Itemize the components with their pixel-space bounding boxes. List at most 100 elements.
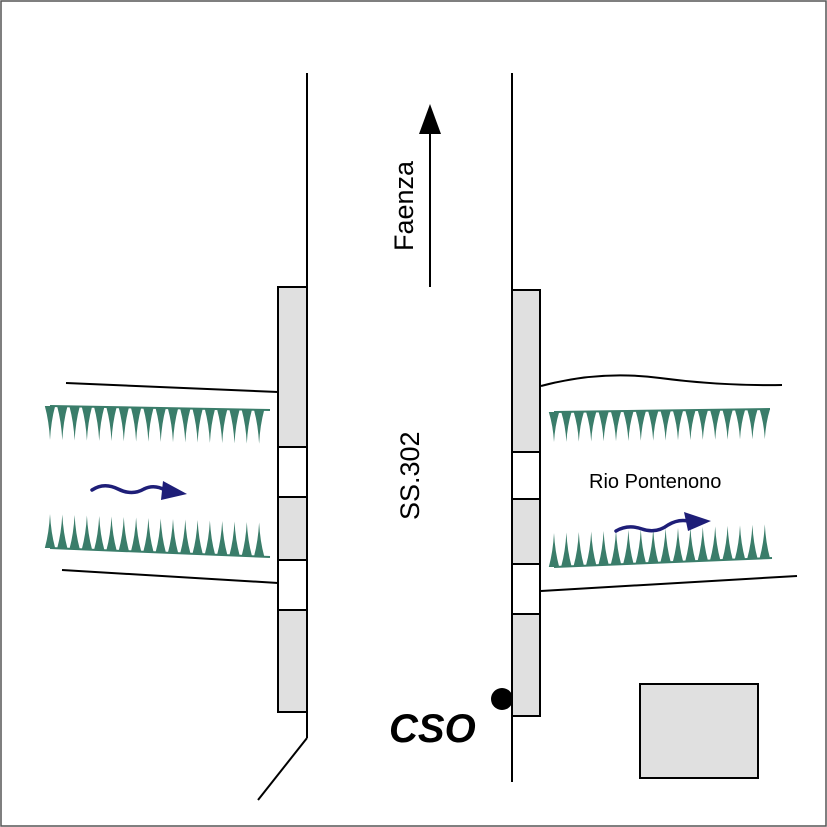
reed-spike: [573, 411, 585, 442]
road-left-spur: [257, 737, 308, 801]
reed-spike: [167, 408, 179, 443]
reed-spike: [143, 407, 154, 442]
reed-spike: [180, 519, 191, 554]
reed-spike: [241, 522, 252, 557]
reed-spike: [623, 529, 634, 564]
bridge-left-opening: [277, 559, 308, 611]
reed-spike: [94, 406, 105, 441]
reed-fringe-icon: [44, 514, 271, 558]
bridge-right-segment: [511, 613, 541, 717]
reed-spike: [155, 518, 166, 553]
reed-spike: [722, 409, 733, 440]
road-label: SS.302: [395, 431, 425, 520]
reed-spike: [192, 408, 203, 443]
reed-spike: [130, 517, 142, 552]
river-label: Rio Pontenono: [589, 471, 721, 493]
reed-spike: [685, 410, 696, 441]
reed-spike: [709, 409, 721, 440]
reed-spike: [610, 530, 622, 565]
reed-spike: [585, 531, 597, 566]
reed-spike: [143, 518, 154, 553]
reed-spike: [241, 409, 252, 444]
reed-fringe-icon: [44, 405, 271, 444]
arrow-up-icon: [419, 104, 441, 134]
river-left-upper-bank: [65, 382, 279, 393]
reed-spike: [253, 409, 265, 444]
bridge-right-opening: [511, 563, 541, 615]
reed-spike: [709, 526, 721, 561]
reed-spike: [118, 517, 129, 552]
reed-spike: [734, 409, 746, 440]
reed-spike: [759, 409, 771, 440]
reed-spike: [69, 406, 80, 441]
reed-spike: [81, 515, 93, 550]
reed-spike: [44, 406, 56, 440]
bridge-right-segment: [511, 498, 541, 565]
site-label: CSO: [389, 707, 476, 751]
reed-spike: [253, 522, 265, 557]
reed-spike: [598, 411, 609, 442]
reed-spike: [561, 532, 572, 567]
reed-spike: [192, 520, 203, 555]
reed-spike: [229, 409, 240, 444]
reed-spike: [747, 409, 758, 440]
reed-spike: [585, 411, 597, 442]
reed-spike: [167, 519, 179, 554]
reed-spike: [217, 521, 228, 556]
vegetation-layer: [44, 405, 773, 568]
reed-spike: [635, 410, 647, 441]
bridge-right: [511, 289, 541, 717]
flow-arrow-right-head: [684, 512, 711, 531]
reed-fringe-base: [49, 405, 271, 411]
bridge-right-segment: [511, 289, 541, 453]
reed-spike: [69, 515, 80, 550]
reed-spike: [672, 527, 684, 562]
reed-spike: [610, 411, 622, 442]
flow-arrow-right-shaft: [614, 518, 690, 533]
reed-spike: [57, 406, 68, 441]
reed-spike: [106, 516, 117, 551]
bridge-left-segment: [277, 286, 308, 448]
reed-spike: [155, 408, 166, 443]
reed-spike: [217, 409, 228, 444]
direction-label: Faenza: [389, 160, 419, 251]
bridge-right-opening: [511, 451, 541, 500]
reed-spike: [94, 516, 105, 551]
flow-arrow-icon: [614, 518, 690, 533]
reed-spike: [672, 410, 684, 441]
flow-arrow-left-shaft: [90, 484, 167, 495]
reed-spike: [685, 527, 696, 562]
reed-spike: [660, 410, 671, 441]
reed-spike: [204, 408, 216, 443]
reed-spike: [598, 530, 609, 565]
reed-spike: [747, 524, 758, 559]
reed-spike: [548, 533, 560, 567]
reed-spike: [106, 407, 117, 442]
bridge-left-segment: [277, 609, 308, 713]
reed-fringe-icon: [548, 408, 771, 442]
reed-spike: [229, 521, 240, 556]
reed-spike: [647, 528, 659, 563]
dot-marker-icon: [491, 688, 513, 710]
flow-arrow-left-head: [161, 481, 187, 500]
bridge-left: [277, 286, 308, 713]
reed-spike: [647, 410, 659, 441]
reed-fringe-icon: [548, 524, 773, 568]
reed-spike: [561, 411, 572, 442]
bridge-left-opening: [277, 446, 308, 498]
reed-spike: [204, 520, 216, 555]
reed-spike: [548, 412, 560, 442]
reed-spike: [573, 531, 585, 566]
reed-spike: [734, 525, 746, 560]
reed-spike: [180, 408, 191, 443]
building: [639, 683, 759, 779]
bridge-left-segment: [277, 496, 308, 561]
river-left-lower-bank: [61, 569, 279, 584]
river-right-upper-bank: [540, 374, 783, 387]
reed-spike: [697, 526, 709, 561]
reed-spike: [118, 407, 129, 442]
flow-arrow-icon: [90, 484, 167, 495]
reed-spike: [130, 407, 142, 442]
reed-spike: [759, 524, 771, 559]
